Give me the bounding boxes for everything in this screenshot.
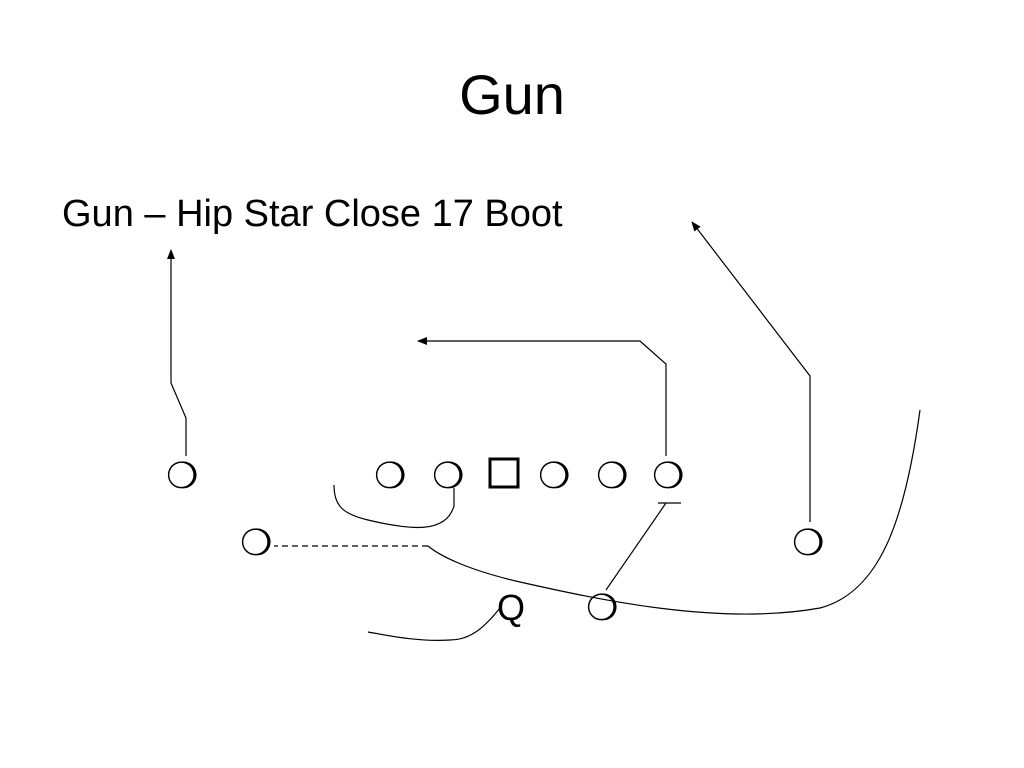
route-guard-pull <box>333 484 455 529</box>
player-hip-back: ❍ <box>240 523 272 564</box>
route-tight-end-cross <box>417 337 667 456</box>
quarterback-label: Q <box>497 587 525 628</box>
center-square <box>488 457 520 489</box>
route-right-receiver-corner <box>691 221 811 522</box>
player-left-guard: ❍ <box>432 456 464 497</box>
play-name: Gun – Hip Star Close 17 Boot <box>62 193 563 235</box>
player-running-back: ❍ <box>586 588 618 629</box>
route-tight-end-release <box>605 502 667 591</box>
route-hip-back-curve <box>427 409 921 615</box>
player-right-guard: ❍ <box>538 456 570 497</box>
route-qb-boot <box>367 607 501 641</box>
player-right-receiver: ❍ <box>792 523 824 564</box>
player-tight-end: ❍ <box>652 456 684 497</box>
player-left-tackle: ❍ <box>374 456 406 497</box>
player-left-receiver: ❍ <box>166 456 198 497</box>
slide-title: Gun <box>459 63 565 126</box>
player-right-tackle: ❍ <box>596 456 628 497</box>
route-left-receiver-go <box>167 249 187 456</box>
